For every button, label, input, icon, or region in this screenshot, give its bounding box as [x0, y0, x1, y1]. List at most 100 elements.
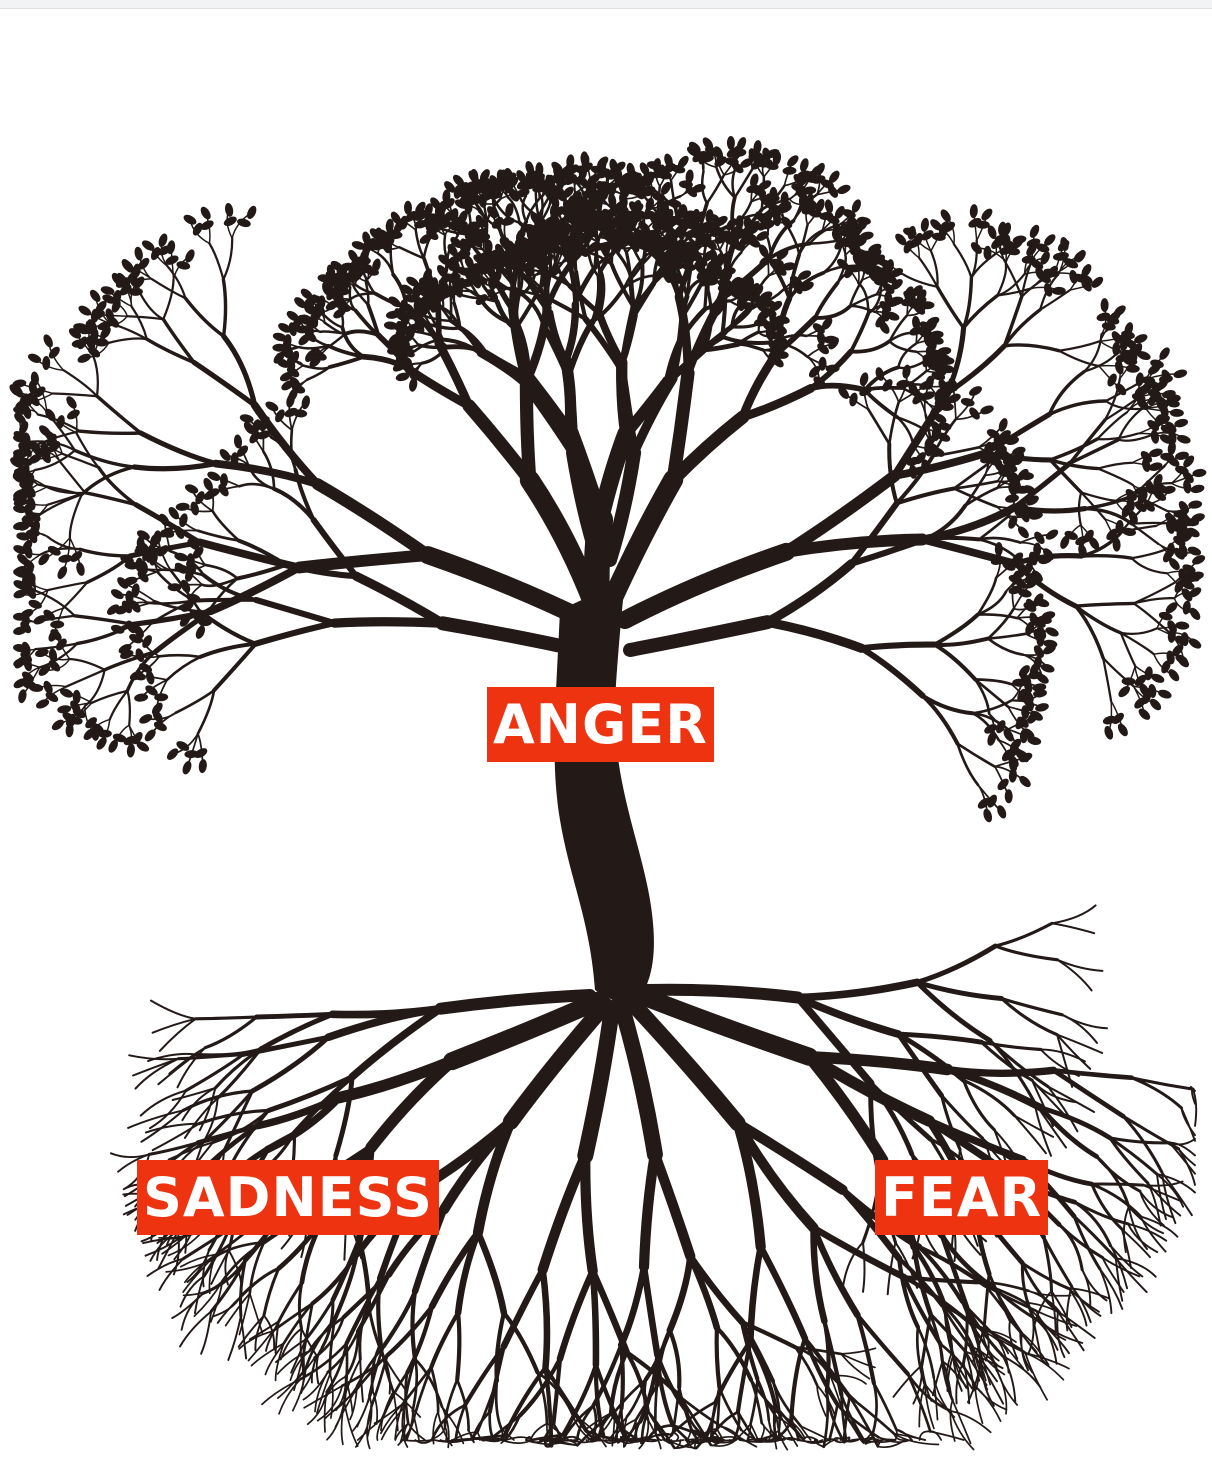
branch [131, 461, 219, 472]
root [1101, 1256, 1141, 1278]
leaf [969, 407, 980, 420]
leaf [1045, 529, 1059, 540]
leaf [400, 284, 414, 295]
branch [542, 294, 588, 322]
leaf [597, 168, 611, 179]
leaf [1168, 669, 1180, 682]
branch [293, 549, 434, 574]
leaf [1188, 638, 1202, 649]
leaf [1134, 674, 1147, 686]
leaf [458, 210, 468, 224]
branch [1002, 258, 1023, 299]
root [376, 1276, 383, 1346]
leaf [22, 432, 31, 447]
branch [283, 561, 360, 580]
leaf [21, 671, 34, 683]
leaf [997, 446, 1007, 460]
leaf [1115, 383, 1127, 396]
leaf [130, 600, 141, 613]
root [176, 1046, 207, 1089]
leaf [1172, 644, 1184, 656]
root [605, 1439, 618, 1443]
branch [848, 536, 928, 567]
leaf [998, 418, 1008, 432]
root [316, 1373, 331, 1414]
root [258, 1011, 336, 1052]
leaf [837, 184, 851, 194]
leaf [587, 174, 601, 185]
leaf [65, 723, 74, 738]
leaf [134, 693, 149, 702]
root [181, 1089, 254, 1112]
root [667, 1328, 682, 1390]
leaf [627, 231, 638, 244]
root [793, 993, 903, 1038]
leaf [736, 297, 745, 312]
leaf [859, 372, 869, 387]
leaf [1034, 531, 1045, 544]
leaf [47, 545, 61, 556]
root [974, 1384, 1002, 1422]
leaf [481, 176, 493, 188]
root [1020, 1261, 1071, 1291]
leaf [317, 295, 326, 310]
leaf [365, 267, 379, 276]
leaf [1153, 474, 1163, 488]
root [840, 1353, 871, 1380]
leaf [56, 415, 65, 429]
branch [165, 264, 187, 300]
branch [603, 445, 642, 567]
leaf [203, 477, 213, 491]
root [1027, 1315, 1035, 1356]
branch [1083, 333, 1103, 373]
root [759, 1422, 766, 1441]
leaf [743, 216, 752, 231]
leaf [1165, 602, 1178, 614]
branch [1103, 377, 1121, 422]
leaf [667, 227, 679, 239]
branch [222, 237, 234, 281]
root [370, 1341, 383, 1392]
root [551, 1356, 563, 1427]
branch [787, 271, 826, 301]
root [237, 1314, 265, 1348]
leaf [1132, 342, 1143, 357]
leaf [1181, 588, 1192, 601]
root [931, 1360, 944, 1397]
leaf [1182, 471, 1194, 483]
root [695, 1400, 718, 1450]
branch [92, 355, 99, 398]
root [1056, 1033, 1092, 1070]
leaf [158, 245, 171, 256]
leaf [78, 305, 92, 316]
branch [572, 264, 598, 307]
leaf [766, 197, 776, 211]
root [962, 1361, 971, 1405]
leaf [283, 334, 292, 349]
branch [973, 678, 1013, 686]
branch [733, 168, 754, 199]
root [895, 1428, 913, 1441]
leaf [802, 186, 817, 195]
leaf [1113, 305, 1126, 317]
leaf [670, 272, 684, 282]
leaf [72, 689, 81, 704]
branch [364, 279, 370, 307]
root [1139, 1215, 1167, 1253]
leaf [33, 615, 47, 625]
leaf [983, 441, 993, 456]
root [962, 1078, 1016, 1118]
root [430, 1404, 467, 1442]
leaf [541, 266, 552, 280]
leaf [1035, 598, 1050, 608]
leaf [798, 195, 808, 209]
branch [211, 641, 258, 693]
leaf [106, 604, 120, 615]
root [836, 1403, 863, 1442]
root [405, 1304, 435, 1375]
leaf [36, 699, 50, 709]
leaf [1162, 390, 1176, 399]
leaf [139, 714, 153, 724]
root [1061, 1013, 1099, 1044]
leaf [1134, 501, 1147, 512]
